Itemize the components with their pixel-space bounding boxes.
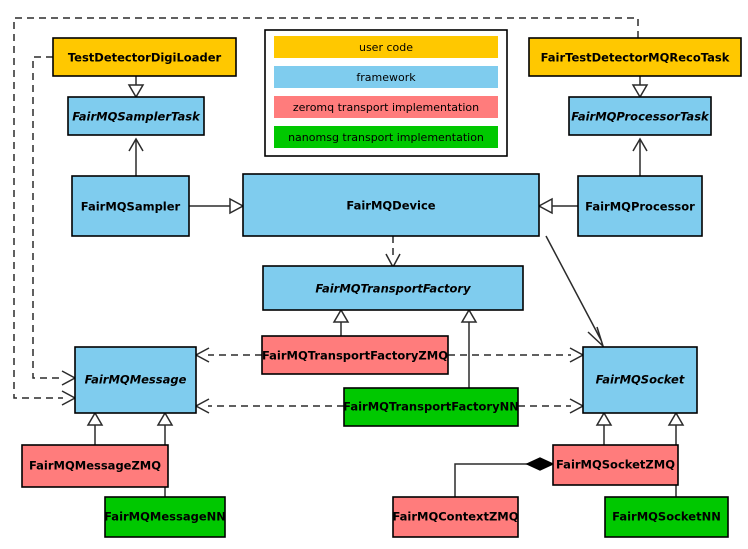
node-box[interactable] — [582, 346, 698, 414]
edge-factoryzmq-to-transportfactory — [332, 308, 350, 336]
node-fairmqcontextzmq[interactable]: FairMQContextZMQ — [392, 496, 519, 538]
edge-factorynn-to-message — [194, 398, 344, 414]
node-label: FairMQTransportFactoryNN — [343, 400, 519, 414]
legend: user code framework zeromq transport imp… — [264, 29, 508, 157]
node-box[interactable] — [577, 175, 703, 237]
node-fairmqtransportfactorynn[interactable]: FairMQTransportFactoryNN — [343, 387, 519, 427]
node-box[interactable] — [343, 387, 519, 427]
node-box[interactable] — [21, 444, 169, 488]
edge-factorynn-to-transportfactory — [460, 308, 478, 388]
legend-label: user code — [359, 41, 413, 54]
edge-device-to-transportfactory — [385, 236, 401, 269]
legend-label: framework — [356, 71, 416, 84]
edge-socketzmq-to-socket — [595, 411, 613, 445]
node-label: FairMQSamplerTask — [72, 110, 201, 124]
node-box[interactable] — [71, 175, 190, 237]
node-box[interactable] — [262, 265, 524, 311]
node-label: FairMQTransportFactory — [315, 282, 471, 296]
node-fairmqsampler[interactable]: FairMQSampler — [71, 175, 190, 237]
node-box[interactable] — [104, 496, 226, 538]
legend-item-zeromq: zeromq transport implementation — [274, 96, 498, 118]
node-fairmqtransportfactory[interactable]: FairMQTransportFactory — [262, 265, 524, 311]
node-label: FairMQSocket — [596, 373, 685, 387]
edge-factoryzmq-to-message — [194, 347, 262, 363]
node-label: FairMQTransportFactoryZMQ — [262, 349, 448, 363]
node-box[interactable] — [67, 96, 205, 136]
node-label: FairMQProcessorTask — [571, 110, 710, 124]
edge-recotask-to-processortask — [631, 76, 649, 99]
node-fairmqmessage[interactable]: FairMQMessage — [74, 346, 197, 414]
node-box[interactable] — [52, 37, 237, 77]
node-fairmqprocessor[interactable]: FairMQProcessor — [577, 175, 703, 237]
node-box[interactable] — [528, 37, 742, 77]
edge-processor-to-device — [537, 197, 578, 215]
node-fairmqmessagezmq[interactable]: FairMQMessageZMQ — [21, 444, 169, 488]
node-box[interactable] — [392, 496, 519, 538]
node-box[interactable] — [74, 346, 197, 414]
legend-item-framework: framework — [274, 66, 498, 88]
legend-swatch — [274, 36, 498, 58]
node-fairmqsamplertask[interactable]: FairMQSamplerTask — [67, 96, 205, 136]
node-label: FairMQSocketZMQ — [556, 458, 675, 472]
node-label: FairTestDetectorMQRecoTask — [541, 51, 730, 65]
node-box[interactable] — [604, 496, 729, 538]
node-fairmqsocket[interactable]: FairMQSocket — [582, 346, 698, 414]
node-fairmqdevice[interactable]: FairMQDevice — [242, 173, 540, 237]
edge-factorynn-to-socket — [518, 398, 585, 414]
node-testdetectordigiloader[interactable]: TestDetectorDigiLoader — [52, 37, 237, 77]
edge-sampler-to-samplertask — [128, 137, 144, 176]
node-label: FairMQContextZMQ — [392, 510, 518, 524]
legend-swatch — [274, 96, 498, 118]
edge-processor-to-processortask — [632, 137, 648, 176]
legend-label: nanomsg transport implementation — [288, 131, 484, 144]
edge-device-to-socket — [545, 235, 605, 349]
edge-messagezmq-to-message — [86, 411, 104, 445]
edge-sampler-to-device — [189, 197, 245, 215]
node-fairmqprocessortask[interactable]: FairMQProcessorTask — [568, 96, 712, 136]
node-fairmqsocketzmq[interactable]: FairMQSocketZMQ — [552, 444, 679, 486]
node-fairmqmessagenn[interactable]: FairMQMessageNN — [104, 496, 226, 538]
node-box[interactable] — [568, 96, 712, 136]
legend-item-user-code: user code — [274, 36, 498, 58]
node-box[interactable] — [242, 173, 540, 237]
node-label: TestDetectorDigiLoader — [68, 51, 222, 65]
node-label: FairMQProcessor — [585, 200, 695, 214]
node-box[interactable] — [552, 444, 679, 486]
edge-digiloader-to-samplertask — [127, 76, 145, 99]
legend-swatch — [274, 126, 498, 148]
node-label: FairMQDevice — [346, 199, 435, 213]
node-fairmqsocketnn[interactable]: FairMQSocketNN — [604, 496, 729, 538]
node-label: FairMQSocketNN — [612, 510, 721, 524]
legend-swatch — [274, 66, 498, 88]
edge-layer — [13, 17, 685, 497]
node-layer: TestDetectorDigiLoader FairMQSamplerTask… — [21, 37, 742, 538]
node-label: FairMQSampler — [81, 200, 181, 214]
legend-label: zeromq transport implementation — [293, 101, 479, 114]
node-label: FairMQMessageZMQ — [29, 459, 161, 473]
node-label: FairMQMessage — [85, 373, 187, 387]
node-box[interactable] — [261, 335, 449, 375]
edge-contextzmq-to-socketzmq — [454, 457, 555, 497]
node-label: FairMQMessageNN — [104, 510, 226, 524]
node-fairmqtransportfactoryzmq[interactable]: FairMQTransportFactoryZMQ — [261, 335, 449, 375]
node-fairtestdetectormqrecotask[interactable]: FairTestDetectorMQRecoTask — [528, 37, 742, 77]
legend-item-nanomsg: nanomsg transport implementation — [274, 126, 498, 148]
